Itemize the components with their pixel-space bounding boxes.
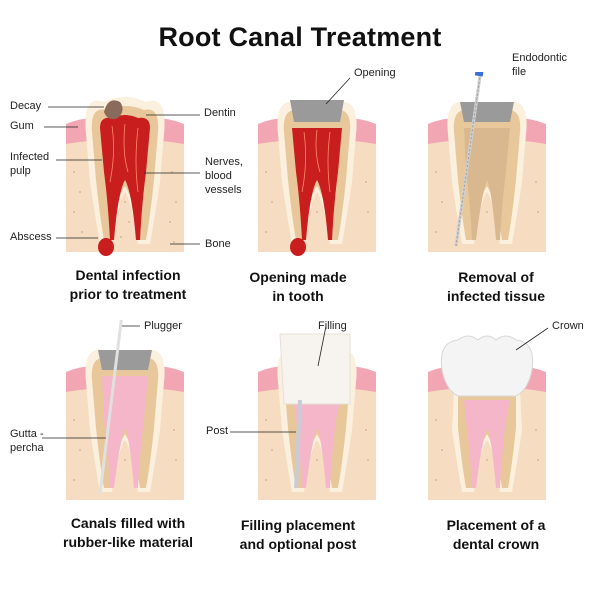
file-handle: [474, 72, 486, 77]
caption-panel-1: Dental infection prior to treatment: [69, 267, 187, 302]
label-crown: Crown: [552, 320, 584, 332]
tooth-crown-illustration: [428, 327, 549, 500]
crown-cap: [440, 335, 534, 397]
label-file-2: file: [512, 66, 527, 78]
label-nerves-1: Nerves,: [205, 156, 243, 168]
panel-removal: Removal of infected tissue: [398, 72, 594, 334]
tooth-opening-illustration: [258, 77, 376, 256]
panel-crown: Crown Placement of a dental crown: [398, 320, 594, 582]
caption-panel-3: Removal of infected tissue: [446, 269, 546, 304]
label-post: Post: [206, 425, 229, 437]
label-decay: Decay: [10, 100, 42, 112]
caption-panel-6: Placement of a dental crown: [446, 517, 546, 552]
page-title: Root Canal Treatment: [158, 22, 442, 52]
gutta-percha-fill: [102, 376, 148, 488]
tooth-filled-illustration: [42, 320, 184, 500]
panel-canals-filled: Plugger Gutta - percha: [4, 320, 200, 582]
cleaned-pulp-chamber: [464, 128, 510, 240]
tooth-removal-illustration: [428, 72, 546, 252]
label-nerves-2: blood: [205, 170, 232, 182]
caption-panel-4: Canals filled with rubber-like material: [63, 515, 193, 550]
label-gutta-1: Gutta -: [10, 428, 44, 440]
panel-filling-post: Filling Post Filling placement and optio…: [200, 320, 396, 582]
opening-cavity: [290, 100, 344, 122]
label-filling: Filling: [318, 320, 347, 332]
plugger-tool: [98, 320, 123, 495]
caption-panel-2: Opening made in tooth: [249, 269, 347, 304]
label-gum: Gum: [10, 120, 34, 132]
label-opening: Opening: [354, 67, 396, 79]
label-gutta-2: percha: [10, 442, 44, 454]
label-bone: Bone: [205, 238, 231, 250]
post-rod: [294, 399, 302, 489]
caption-panel-5: Filling placement and optional post: [239, 517, 357, 552]
decay-spot: [104, 100, 123, 120]
infected-pulp: [100, 115, 150, 240]
abscess-bubble: [98, 238, 114, 256]
label-abscess: Abscess: [10, 231, 52, 243]
tooth-filling-illustration: [230, 325, 376, 500]
panel-dental-infection: Decay Gum Infected pulp Abscess Dentin: [4, 72, 236, 334]
label-nerves-3: vessels: [205, 184, 242, 196]
label-file-1: Endodontic: [512, 52, 568, 64]
label-infected-pulp-1: Infected: [10, 151, 50, 163]
panel-opening: Opening Opening made in tooth: [200, 67, 396, 334]
label-plugger: Plugger: [144, 320, 182, 332]
label-infected-pulp-2: pulp: [10, 165, 31, 177]
filling-block: [279, 333, 351, 405]
tooth-infected-illustration: [44, 97, 200, 256]
label-dentin: Dentin: [204, 107, 236, 119]
